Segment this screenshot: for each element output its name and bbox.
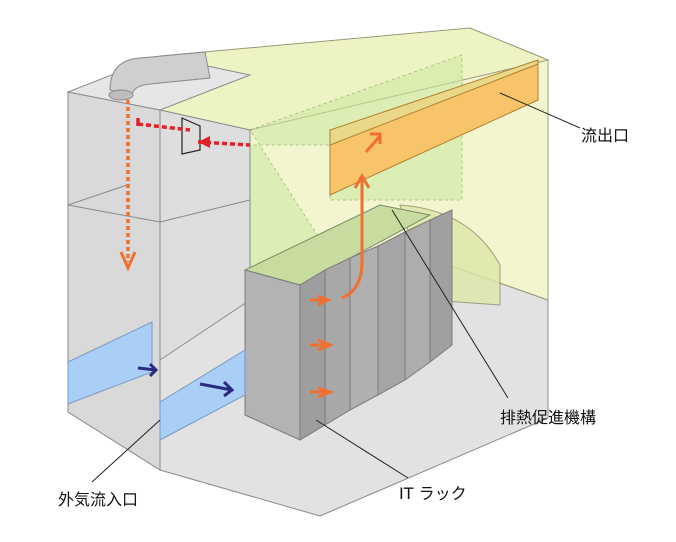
it-rack [325, 258, 350, 425]
it-rack [378, 232, 405, 395]
left-outer-wall [68, 92, 160, 470]
label-it-rack: IT ラック [399, 480, 467, 504]
it-rack [405, 220, 430, 380]
it-rack [300, 270, 325, 440]
it-rack [350, 246, 378, 410]
label-inlet: 外気流入口 [58, 486, 138, 510]
it-rack [245, 270, 300, 440]
it-rack [430, 210, 452, 362]
label-outlet: 流出口 [581, 122, 629, 146]
label-exhaust-mechanism: 排熱促進機構 [500, 404, 596, 428]
